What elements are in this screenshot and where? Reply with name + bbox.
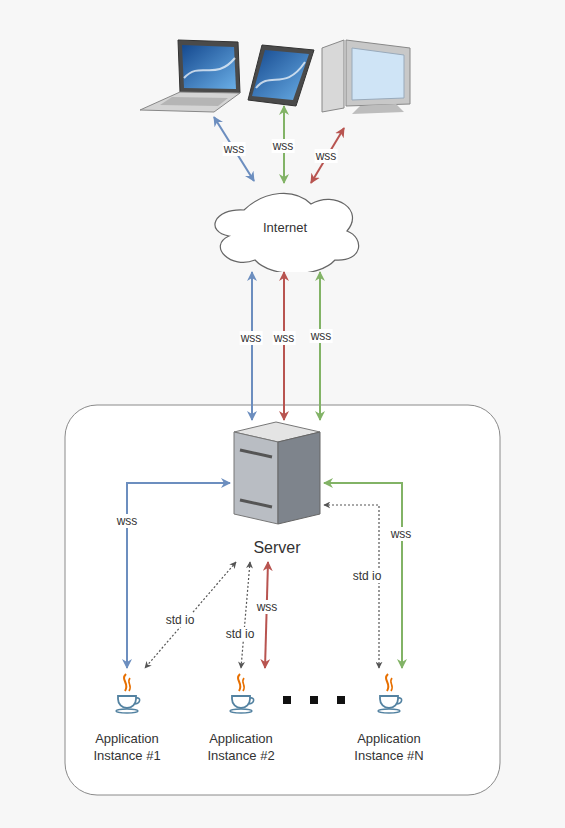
java-cup [378, 674, 402, 713]
connector-label: wss [240, 331, 263, 345]
stdio-link [145, 562, 236, 668]
stdio-link [241, 562, 250, 668]
application-node: Application Instance #N [339, 668, 439, 768]
instance-name: Application Instance #2 [191, 730, 291, 764]
websocket-link [319, 272, 321, 420]
websocket-link [283, 272, 285, 420]
server-enclosure [65, 405, 500, 795]
client-links [214, 106, 344, 183]
tablet-device [248, 45, 314, 106]
protocol-label: wss [223, 142, 246, 156]
connector-label: std io [225, 627, 256, 641]
connector-label: wss [390, 527, 413, 541]
java-cup [230, 674, 254, 713]
instance-name: Application Instance #1 [77, 730, 177, 764]
application-node: Application Instance #1 [77, 668, 177, 768]
server-icon [230, 420, 324, 525]
ellipsis-dots [283, 696, 345, 704]
node-label: Internet [203, 220, 367, 236]
client-link [214, 117, 254, 181]
websocket-link [324, 483, 402, 668]
cloud-node: Internet [203, 188, 367, 272]
connector-label: wss [116, 514, 139, 528]
websocket-link [251, 272, 253, 420]
connector-label: wss [256, 600, 279, 614]
protocol-label: wss [272, 139, 295, 153]
stdio-link [324, 505, 379, 668]
java-cup [116, 674, 140, 713]
application-node: Application Instance #2 [191, 668, 291, 768]
client-link [311, 128, 344, 183]
server-node: Server [230, 420, 324, 562]
connector-label: wss [310, 329, 333, 343]
server-name: Server [230, 540, 324, 556]
connector-label: std io [352, 569, 383, 583]
connector-label: wss [273, 331, 296, 345]
websocket-link [127, 483, 230, 668]
protocol-label: wss [315, 149, 338, 163]
connector-label: std io [165, 613, 196, 627]
desktop-device [322, 40, 410, 114]
instance-name: Application Instance #N [339, 730, 439, 764]
laptop-device [140, 40, 240, 112]
server-tower [234, 422, 320, 524]
websocket-link [265, 562, 268, 668]
